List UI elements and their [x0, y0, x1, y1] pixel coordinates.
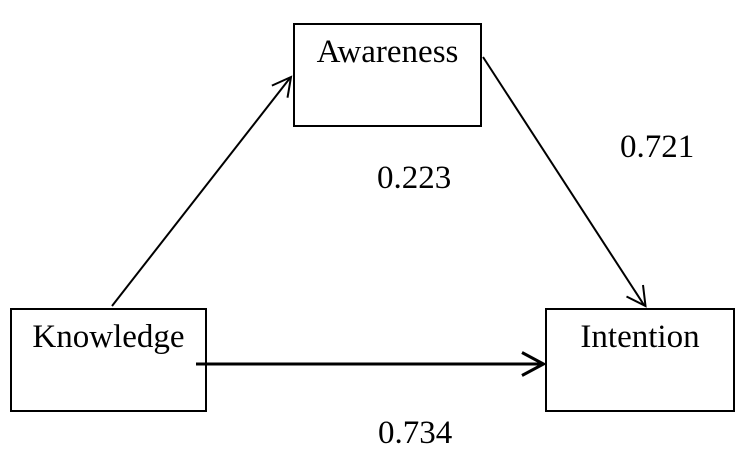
node-box-intention: Intention — [545, 308, 735, 412]
arrow-awareness-intention — [482, 56, 647, 308]
arrowhead-awareness-intention — [626, 284, 647, 308]
arrowhead-knowledge-awareness — [271, 75, 293, 98]
node-label-knowledge: Knowledge — [32, 319, 185, 355]
edge-label-knowledge-intention: 0.734 — [378, 415, 453, 451]
edge-label-knowledge-awareness: 0.223 — [377, 160, 452, 196]
node-label-intention: Intention — [580, 319, 700, 355]
arrow-knowledge-awareness — [111, 75, 293, 307]
edge-label-awareness-intention: 0.721 — [620, 129, 695, 165]
node-box-knowledge: Knowledge — [10, 308, 207, 412]
arrow-knowledge-intention — [196, 351, 547, 377]
node-label-awareness: Awareness — [316, 34, 459, 70]
arrowhead-knowledge-intention — [521, 351, 547, 377]
node-box-awareness: Awareness — [293, 23, 482, 127]
